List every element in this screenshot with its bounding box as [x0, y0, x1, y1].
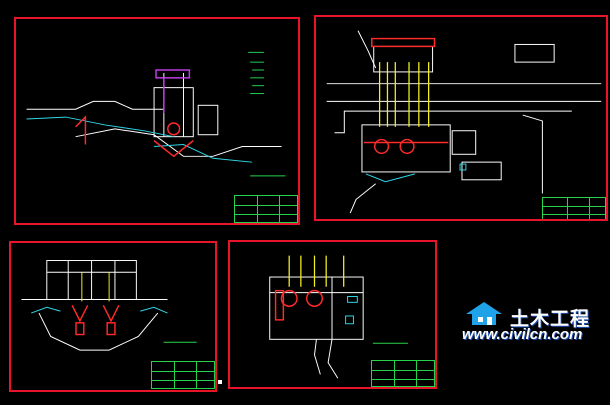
general-layout-plan-drawing	[326, 30, 602, 214]
drawing-sheet-general-layout-plan	[314, 15, 608, 221]
powerhouse-plan-drawing	[269, 255, 408, 379]
title-block	[234, 195, 298, 223]
title-block	[542, 197, 606, 219]
drawing-sheet-longitudinal-section	[14, 17, 300, 225]
watermark-brand-text: 土木工程	[510, 308, 591, 330]
drawing-sheet-powerhouse-plan	[228, 240, 437, 389]
drawing-sheet-cross-section	[9, 241, 217, 392]
cross-section-drawing	[21, 260, 197, 351]
title-block	[371, 360, 435, 387]
longitudinal-section-drawing	[26, 51, 286, 177]
title-block	[151, 361, 215, 389]
watermark-url: www.civilcn.com	[462, 326, 583, 343]
view-dot	[218, 380, 222, 384]
site-watermark: 土木工程 www.civilcn.com	[456, 296, 596, 350]
house-logo-icon	[466, 302, 502, 325]
